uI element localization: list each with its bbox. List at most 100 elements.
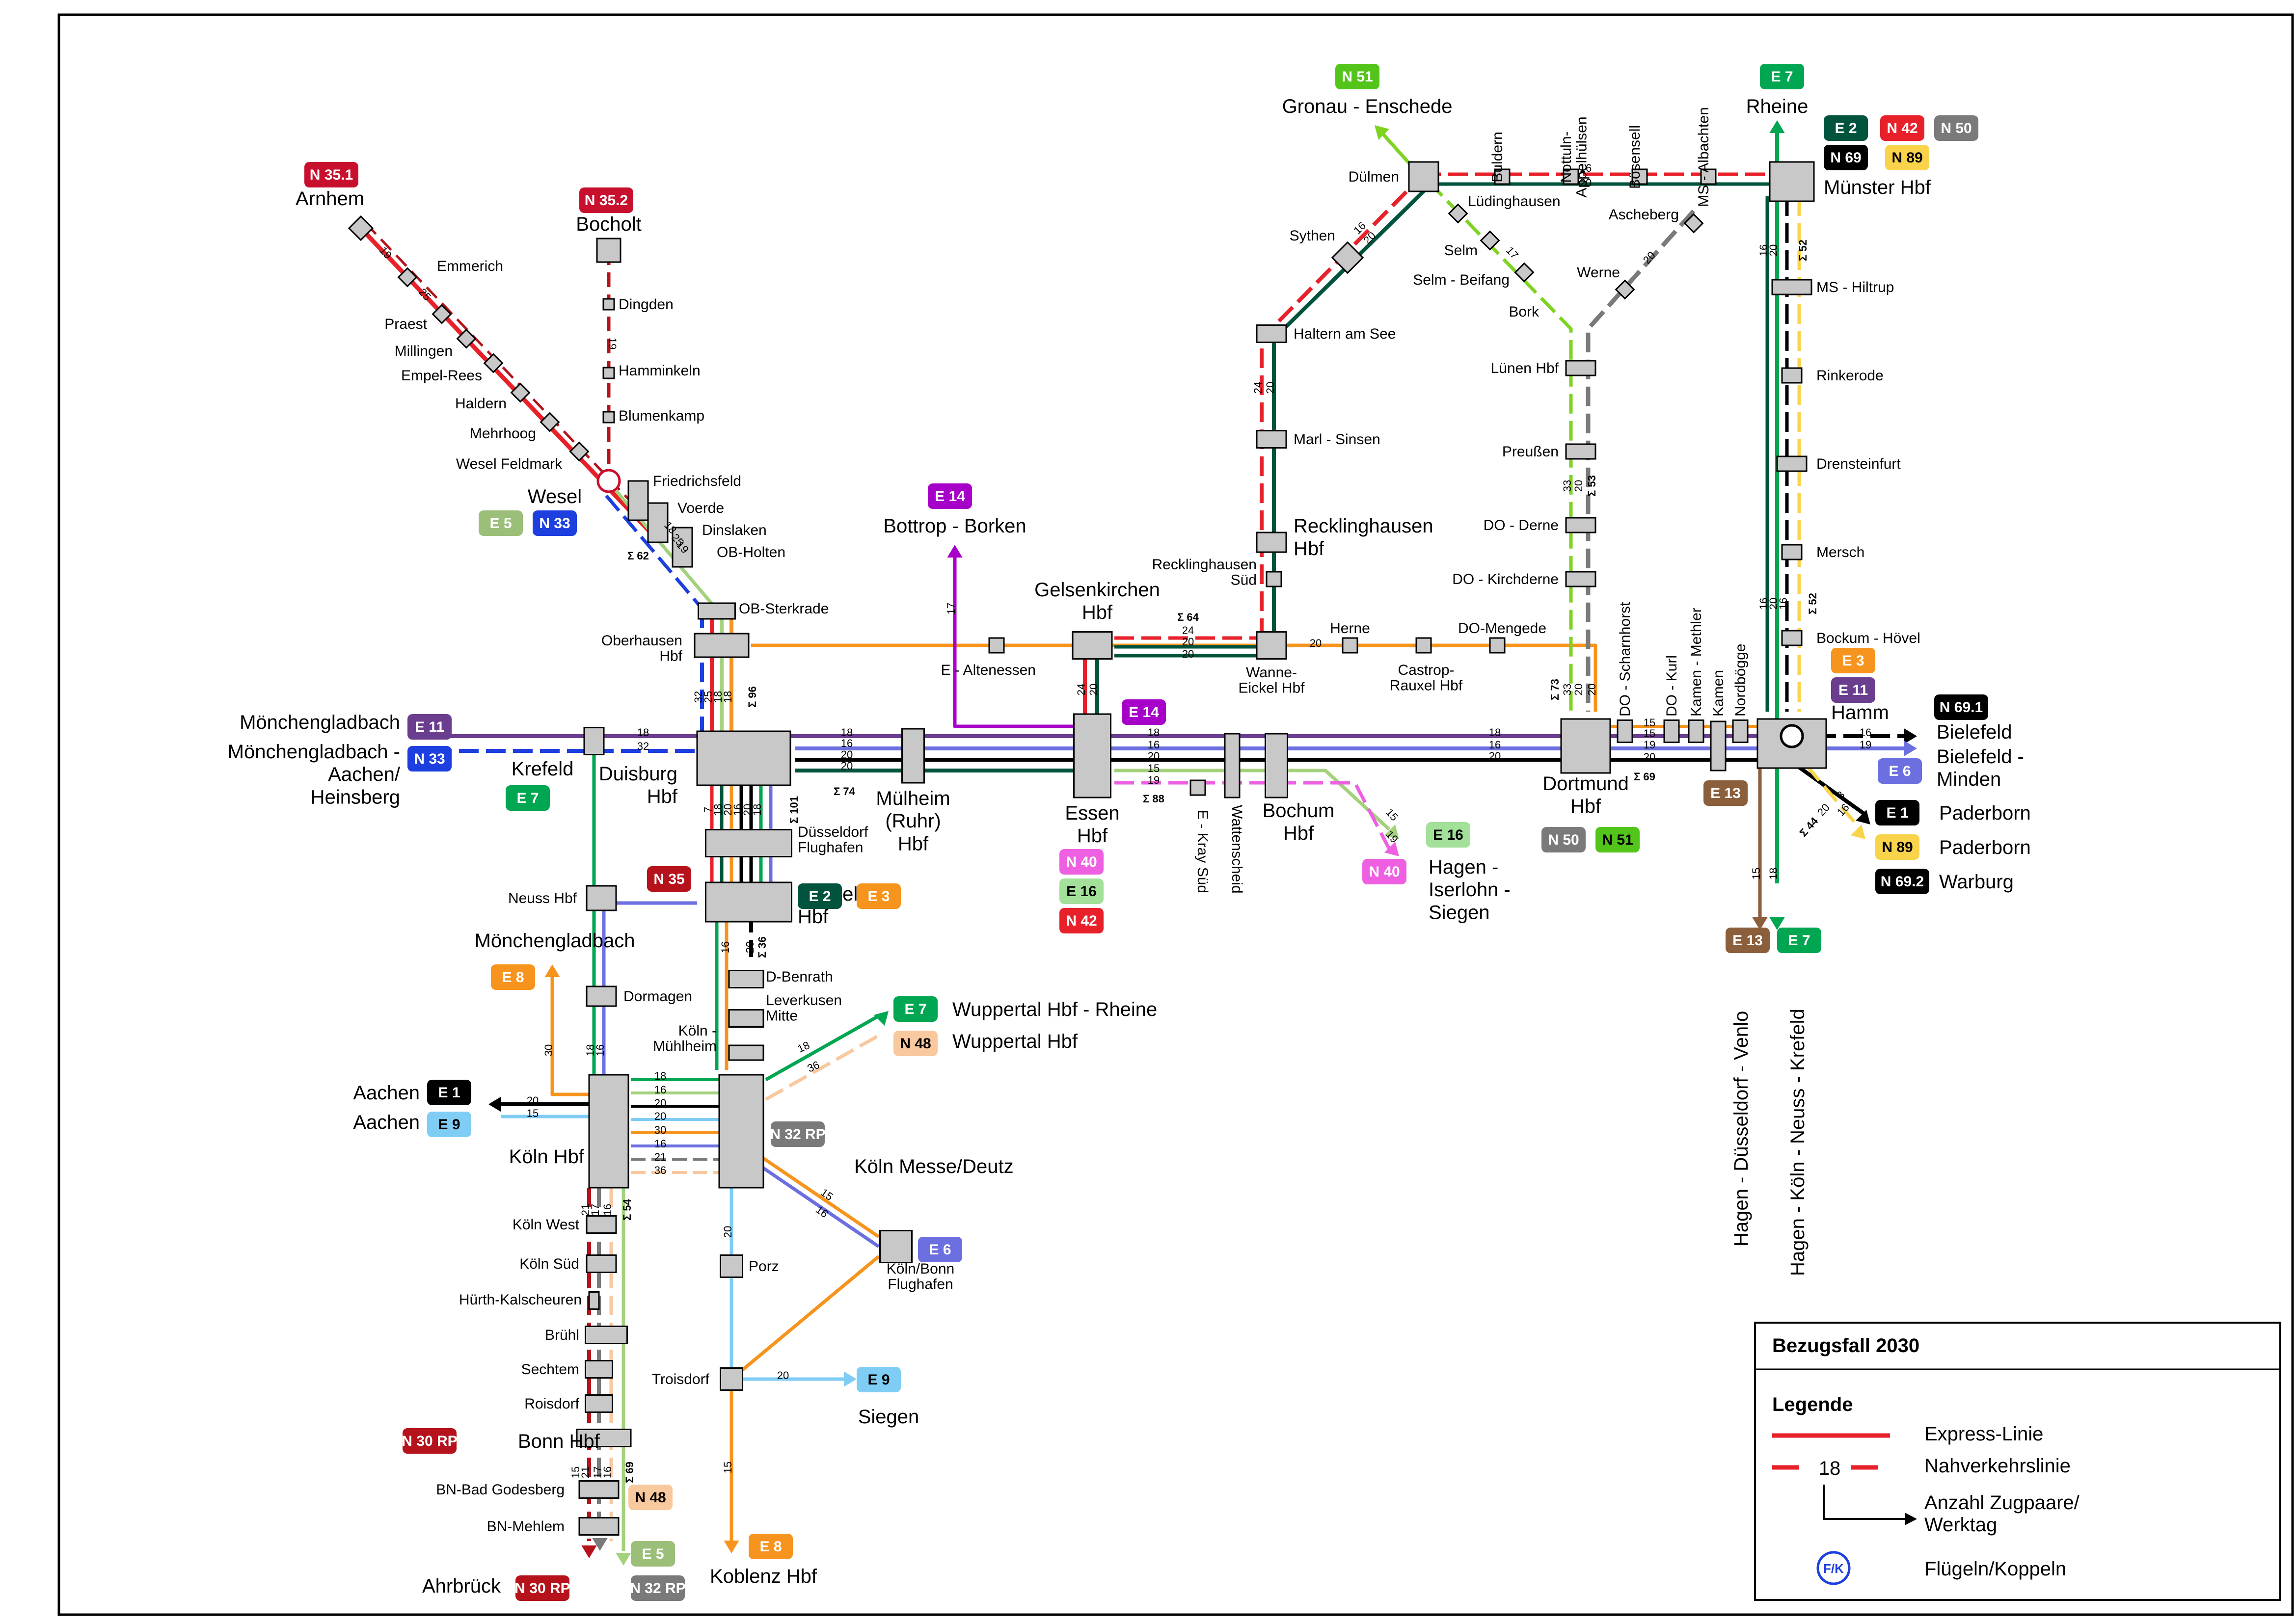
node-niederrhein-2 [456,328,477,349]
label-line: Hbf [647,786,678,807]
label-line: DO - Derne [1484,517,1559,533]
label-bn_mehlem: BN-Mehlem [487,1518,565,1535]
badge-bg [1878,758,1922,784]
line-count: 20 [1767,244,1780,256]
label-hagen_krefeld: Hagen - Köln - Neuss - Krefeld [1787,1009,1809,1276]
badge-bg [1875,869,1929,894]
line-count: 19 [606,338,619,349]
fk-icon-hamm [1780,724,1804,748]
label-line: E - Kray Süd [1194,810,1211,893]
label-line: Köln Messe/Deutz [854,1156,1014,1177]
label-line: OB-Holten [717,544,785,560]
badge-label: E 7 [516,790,539,806]
label-line: Haltern am See [1294,326,1396,342]
line-count: Σ 44 [1797,815,1820,839]
label-line: Kamen - Methler [1688,608,1704,717]
badge-n-35-1: N 35.1 [304,162,358,187]
label-line: Friedrichsfeld [653,473,741,489]
badge-e-14: E 14 [1122,699,1166,725]
hamm-green-arrow [1769,917,1785,930]
label-ob_sterkrade: OB-Sterkrade [739,601,829,617]
label-line: Hamminkeln [619,363,701,379]
node-ms-albachten [1700,168,1717,185]
line-count: 20 [1148,750,1160,762]
line-count: 18 [712,691,724,703]
node-duesseldorf [705,881,792,923]
label-line: Werne [1577,265,1620,281]
label-bork: Bork [1509,304,1540,320]
badge-label: N 42 [1887,120,1918,136]
line-count: 36 [805,1059,821,1075]
badge-bg [1824,145,1868,170]
legend-nahverkehr-label: Nahverkehrslinie [1924,1455,2071,1477]
hamm-paderborn-yellow [1805,764,1862,831]
node-recklinghausen [1256,532,1287,553]
label-nordboegge: Nordbögge [1732,644,1749,717]
badge-bg [407,746,452,772]
label-troisdorf: Troisdorf [652,1371,710,1387]
label-line: Wanne- [1246,665,1297,681]
label-line: Bielefeld - [1937,746,2024,768]
badge-bg [579,187,633,213]
legend-heading: Legende [1772,1394,1853,1415]
legend-anzahl-label-2: Werktag [1924,1514,1997,1536]
node-niederrhein-1 [432,304,452,324]
wuppertal-green [765,1014,880,1082]
label-d_benrath: D-Benrath [766,969,833,985]
badge-e-9: E 9 [427,1112,471,1137]
node-porz [720,1254,743,1278]
line-wesel-blue [605,494,703,610]
label-line: Hbf [898,833,929,854]
label-ms_albachten: MS - Albachten [1696,107,1712,207]
line-count: 15 [1148,762,1160,774]
legend-express-label: Express-Linie [1924,1423,2043,1445]
badge-e-8: E 8 [491,964,535,990]
label-line: Selm - Beifang [1413,272,1510,288]
badge-n-69: N 69 [1824,145,1868,170]
badge-e-7: E 7 [1777,928,1821,953]
label-line: Nordbögge [1732,644,1749,717]
label-line: Rheine [1746,96,1809,117]
label-line: Dülmen [1349,169,1399,185]
badge-n-33: N 33 [407,746,452,772]
node-oberhausen [694,633,750,658]
label-line: Wuppertal Hbf - Rheine [952,999,1157,1020]
label-line: Gronau - Enschede [1282,96,1453,117]
line-count: 20 [841,748,853,761]
node-dinslaken [647,502,669,543]
legend-title: Bezugsfall 2030 [1772,1335,1919,1357]
badge-label: E 5 [642,1546,664,1562]
line-count: 19 [1148,774,1160,786]
legend-number-bg [1811,1457,1848,1479]
line-count: 7 [702,807,714,813]
label-line: BN-Bad Godesberg [436,1482,565,1498]
label-koblenz: Koblenz Hbf [710,1566,817,1587]
badge-label: E 3 [1842,653,1864,669]
label-line: Rauxel Hbf [1390,678,1463,694]
badge-e-8: E 8 [749,1534,793,1559]
node-arnhem [348,215,374,241]
node-niederrhein-5 [540,412,560,432]
reck-red [1260,175,1423,638]
badge-bg [1595,827,1640,852]
line-count: 15 [527,1107,539,1119]
label-line: Porz [749,1258,779,1275]
node-godesberg [578,1480,620,1499]
label-line: Hbf [798,906,829,928]
line-count: 21 [579,1466,592,1478]
badge-bg [918,1237,962,1262]
legend-arrow-line [1823,1485,1905,1520]
node-wanne [1256,631,1287,660]
badge-bg [506,785,550,811]
line-count: 20 [1586,684,1598,695]
line-count: 20 [1644,751,1655,763]
badge-label: E 2 [1835,120,1857,136]
label-hagen: Hagen -Iserlohn -Siegen [1429,856,1511,923]
label-line: Duisburg [599,763,677,785]
label-kamen: Kamen [1710,670,1727,717]
line-count: 20 [741,804,754,816]
